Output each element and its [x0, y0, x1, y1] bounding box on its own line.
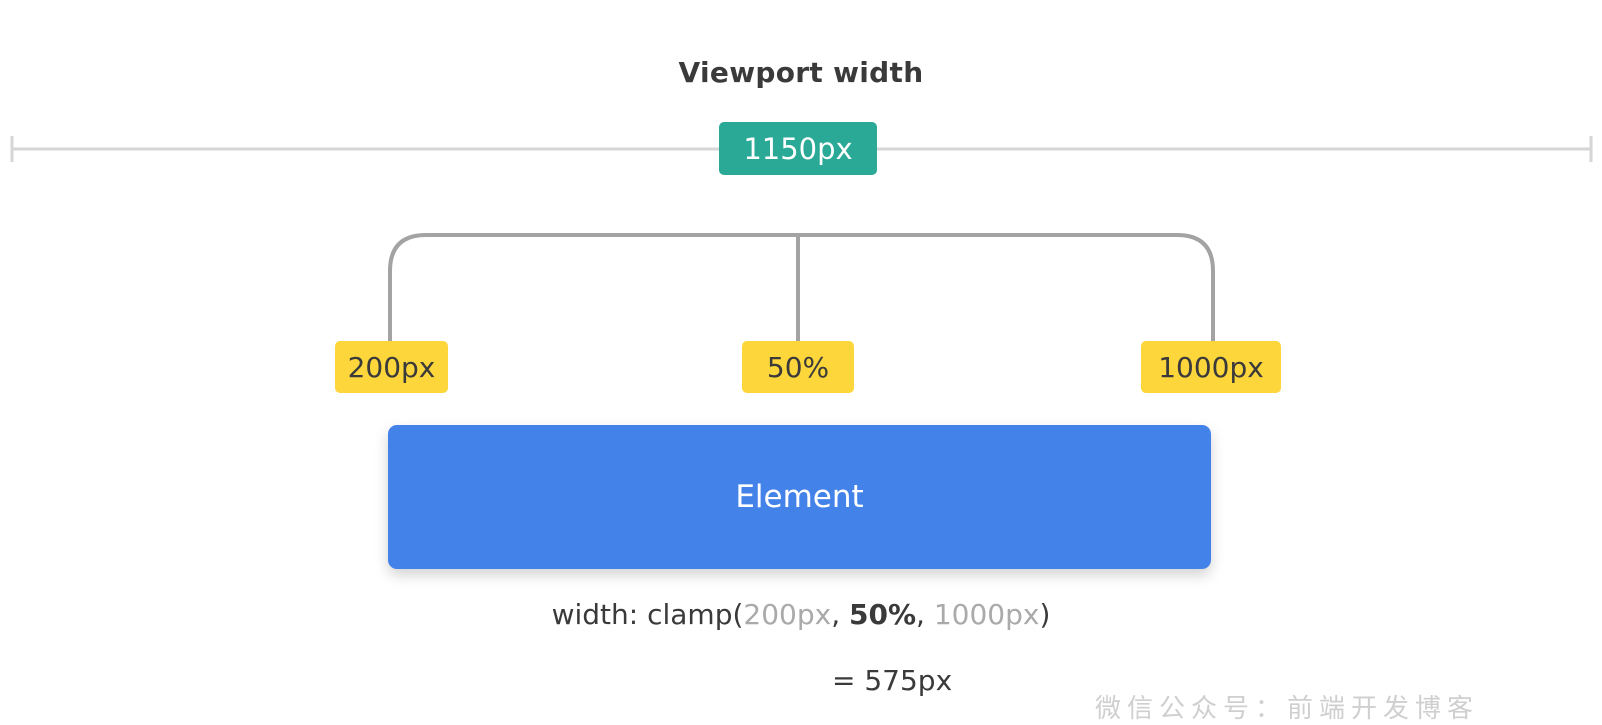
element-box: Element [388, 425, 1211, 569]
formula-prefix: width: clamp( [551, 598, 744, 631]
max-value-label: 1000px [1141, 341, 1281, 393]
bracket-arc [388, 233, 1215, 341]
viewport-value-badge: 1150px [719, 122, 877, 175]
formula-sep2: , [916, 598, 934, 631]
watermark: 微信公众号：前端开发博客 [1095, 694, 1480, 724]
clamp-result: = 575px [832, 664, 953, 697]
min-value-label: 200px [335, 341, 448, 393]
formula-sep1: , [831, 598, 850, 631]
viewport-width-title: Viewport width [678, 56, 924, 89]
clamp-formula: width: clamp(200px, 50%, 1000px) [0, 598, 1602, 631]
formula-suffix: ) [1039, 598, 1051, 631]
preferred-value-label: 50% [742, 341, 854, 393]
bracket-connector [388, 233, 1215, 341]
formula-preferred: 50% [849, 598, 917, 631]
formula-min: 200px [743, 598, 832, 631]
formula-max: 1000px [933, 598, 1040, 631]
